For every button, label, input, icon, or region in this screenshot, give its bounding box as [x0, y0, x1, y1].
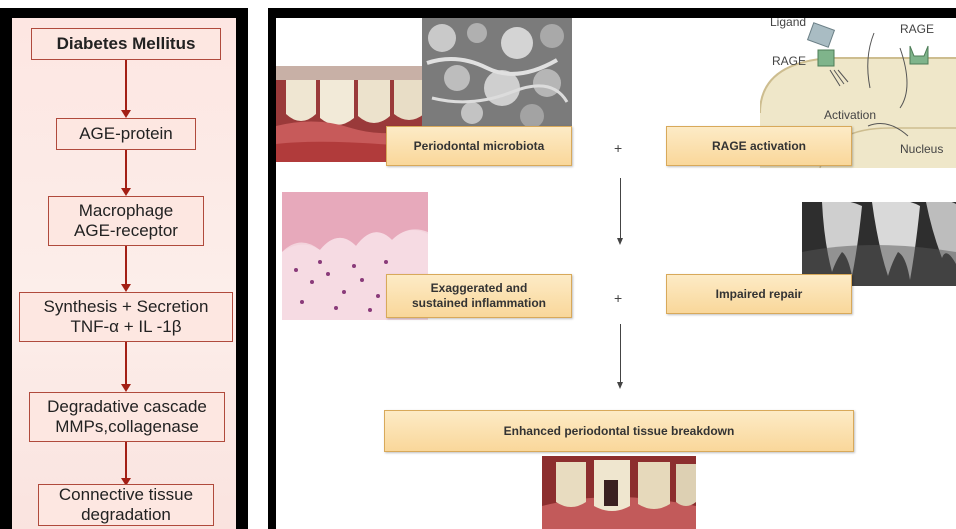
plus-sign-1: +: [614, 140, 622, 156]
flow-arrowhead-4: [121, 384, 131, 392]
flowchart-panel: Diabetes Mellitus AGE-protein Macrophage…: [0, 8, 248, 529]
down-arrow-2: [620, 324, 621, 384]
pathogenesis-diagram: Ligand RAGE RAGE Activation Nucleus Peri…: [276, 18, 956, 529]
flow-arrow-5: [125, 442, 127, 480]
flow-arrow-2: [125, 150, 127, 190]
down-arrowhead-2: [617, 382, 623, 389]
damaged-teeth-photo: [542, 456, 696, 529]
flowchart-background: Diabetes Mellitus AGE-protein Macrophage…: [12, 18, 236, 529]
flow-arrowhead-1: [121, 110, 131, 118]
step-connective-tissue-degradation: Connective tissue degradation: [38, 484, 214, 526]
step-age-protein: AGE-protein: [56, 118, 196, 150]
step-degradative-cascade: Degradative cascade MMPs,collagenase: [29, 392, 225, 442]
ligand-label: Ligand: [770, 18, 806, 29]
activation-label: Activation: [824, 108, 876, 122]
step-diabetes-mellitus: Diabetes Mellitus: [31, 28, 221, 60]
exaggerated-inflammation-box: Exaggerated and sustained inflammation: [386, 274, 572, 318]
step-macrophage-age-receptor: Macrophage AGE-receptor: [48, 196, 204, 246]
step-synthesis-secretion: Synthesis + Secretion TNF-α + IL -1β: [19, 292, 233, 342]
flow-arrowhead-2: [121, 188, 131, 196]
periodontal-microbiota-box: Periodontal microbiota: [386, 126, 572, 166]
nucleus-label: Nucleus: [900, 142, 943, 156]
flow-arrow-3: [125, 246, 127, 286]
tissue-breakdown-box: Enhanced periodontal tissue breakdown: [384, 410, 854, 452]
pathogenesis-panel: Ligand RAGE RAGE Activation Nucleus Peri…: [268, 8, 956, 529]
plus-sign-2: +: [614, 290, 622, 306]
impaired-repair-box: Impaired repair: [666, 274, 852, 314]
rage-label-left: RAGE: [772, 54, 806, 68]
flow-arrowhead-3: [121, 284, 131, 292]
rage-activation-box: RAGE activation: [666, 126, 852, 166]
microbiota-micrograph: [422, 18, 572, 126]
flow-arrow-4: [125, 342, 127, 386]
rage-label-right: RAGE: [900, 22, 934, 36]
down-arrow-1: [620, 178, 621, 240]
flow-arrow-1: [125, 60, 127, 112]
down-arrowhead-1: [617, 238, 623, 245]
